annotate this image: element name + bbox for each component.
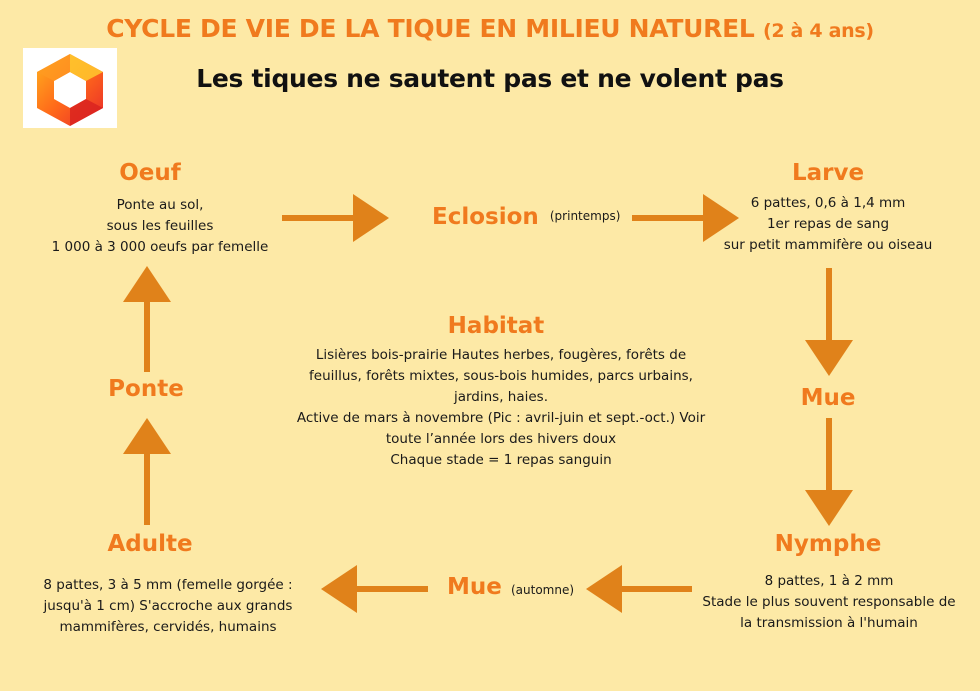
- stage-mue-automne-note: (automne): [510, 583, 575, 597]
- oeuf-line: 1 000 à 3 000 oeufs par femelle: [51, 239, 269, 255]
- stage-eclosion-note: (printemps): [549, 209, 621, 223]
- oeuf-line: Ponte au sol,: [116, 197, 204, 213]
- stage-larve-description: 6 pattes, 0,6 à 1,4 mm 1er repas de sang…: [700, 193, 956, 256]
- adulte-line: mammifères, cervidés, humains: [59, 619, 277, 635]
- larve-line: 6 pattes, 0,6 à 1,4 mm: [750, 195, 906, 211]
- stage-adulte-title: Adulte: [107, 531, 193, 557]
- stage-nymphe-description: 8 pattes, 1 à 2 mm Stade le plus souvent…: [688, 571, 970, 634]
- page-subtitle: Les tiques ne sautent pas et ne volent p…: [196, 64, 784, 93]
- stage-oeuf-title: Oeuf: [119, 160, 181, 186]
- larve-line: sur petit mammifère ou oiseau: [723, 237, 933, 253]
- habitat-line: toute l’année lors des hivers doux: [385, 431, 617, 447]
- stage-nymphe-title: Nymphe: [774, 531, 882, 557]
- title-main: CYCLE DE VIE DE LA TIQUE EN MILIEU NATUR…: [106, 14, 755, 43]
- habitat-line: Lisières bois-prairie Hautes herbes, fou…: [315, 347, 687, 363]
- larve-line: 1er repas de sang: [766, 216, 890, 232]
- adulte-line: jusqu'à 1 cm) S'accroche aux grands: [43, 598, 293, 614]
- habitat-line: feuillus, forêts mixtes, sous-bois humid…: [309, 368, 693, 384]
- stage-adulte-description: 8 pattes, 3 à 5 mm (femelle gorgée : jus…: [20, 575, 316, 638]
- stage-ponte-title: Ponte: [108, 376, 184, 402]
- stage-oeuf-description: Ponte au sol, sous les feuilles 1 000 à …: [20, 195, 300, 258]
- stage-larve-title: Larve: [791, 160, 865, 186]
- habitat-line: jardins, haies.: [453, 389, 549, 405]
- habitat-description: Lisières bois-prairie Hautes herbes, fou…: [266, 345, 736, 471]
- stage-eclosion: Eclosion (printemps): [432, 204, 620, 230]
- logo: [23, 48, 117, 128]
- habitat-title: Habitat: [447, 313, 545, 339]
- habitat-line: Active de mars à novembre (Pic : avril-j…: [296, 410, 706, 426]
- stage-mue-automne: Mue (automne): [447, 574, 574, 600]
- nymphe-line: 8 pattes, 1 à 2 mm: [764, 573, 894, 589]
- habitat-line: Chaque stade = 1 repas sanguin: [390, 452, 612, 468]
- stage-eclosion-title: Eclosion: [432, 204, 539, 230]
- oeuf-line: sous les feuilles: [106, 218, 214, 234]
- adulte-line: 8 pattes, 3 à 5 mm (femelle gorgée :: [43, 577, 293, 593]
- nymphe-line: Stade le plus souvent responsable de: [702, 594, 956, 610]
- nymphe-line: la transmission à l'humain: [740, 615, 918, 631]
- stage-mue-automne-title: Mue: [447, 574, 502, 600]
- hexagon-logo-icon: [37, 54, 103, 126]
- title-duration: (2 à 4 ans): [762, 20, 874, 42]
- page-title: CYCLE DE VIE DE LA TIQUE EN MILIEU NATUR…: [0, 14, 980, 43]
- stage-mue-title: Mue: [800, 385, 856, 411]
